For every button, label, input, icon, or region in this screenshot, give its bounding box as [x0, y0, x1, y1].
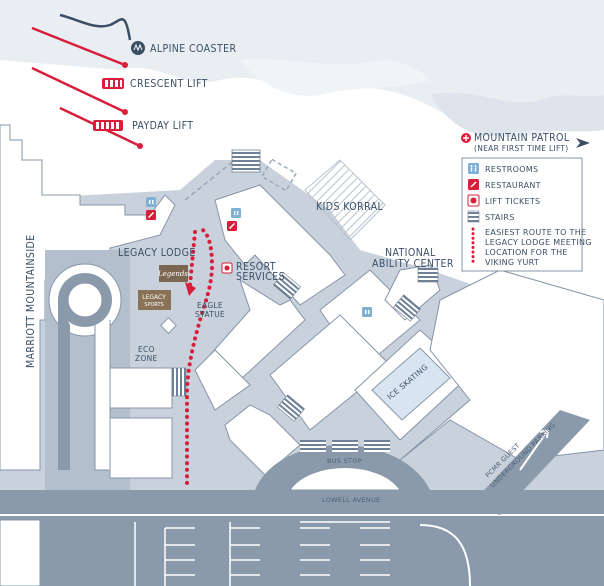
label-eco-1: ECO	[138, 345, 155, 354]
parking-ramp	[470, 410, 590, 515]
label-eagle-2: STATUE	[195, 310, 225, 319]
label-alpine-coaster: ALPINE COASTER	[150, 43, 236, 55]
legend-route-1: EASIEST ROUTE TO THE	[485, 228, 586, 237]
legend-route-3: LOCATION FOR THE	[485, 248, 568, 257]
label-lowell-avenue: LOWELL AVENUE	[322, 496, 381, 504]
eco-zone-building-2	[109, 417, 173, 479]
legend-restaurant: RESTAURANT	[485, 181, 541, 190]
label-national-ability-1: NATIONAL	[385, 247, 436, 259]
alpine-coaster-line-1	[31, 26, 126, 67]
snow-patch-east	[430, 92, 604, 136]
first-aid-icon	[461, 133, 471, 143]
roundabout-center	[67, 282, 103, 318]
route-arrowhead	[185, 282, 196, 296]
bus-shelter-3	[364, 440, 390, 452]
label-mountain-patrol-sub: (NEAR FIRST TIME LIFT)	[474, 144, 569, 153]
legacy-sports-text-2: SPORTS	[144, 302, 163, 308]
snow-patch-mid	[240, 58, 430, 96]
roundabout-exit-road	[58, 300, 70, 470]
restroom-map-icon	[146, 197, 156, 207]
legend-route-2: LEGACY LODGE MEETING	[485, 238, 592, 247]
label-eco-2: ZONE	[135, 354, 158, 363]
label-resort-services-1: RESORT	[236, 261, 276, 273]
parking-arrow	[519, 429, 549, 471]
parking-stalls	[134, 521, 390, 586]
lodge-wing-2	[194, 349, 251, 411]
legends-sign-text: Legends	[157, 270, 188, 278]
restroom-map-icon-3	[362, 307, 372, 317]
legacy-sports-sign	[138, 290, 171, 310]
stairs-resort	[273, 272, 301, 300]
legend-restrooms: RESTROOMS	[485, 165, 538, 174]
payday-lift-icon	[93, 120, 123, 131]
kids-korral-area	[304, 159, 386, 241]
label-legacy-lodge: LEGACY LODGE	[118, 247, 196, 259]
easiest-route	[185, 226, 215, 485]
stairs-national	[417, 267, 439, 283]
stairs-eco	[171, 367, 187, 397]
legends-sign	[159, 265, 188, 282]
dashed-box	[260, 158, 298, 192]
legacy-lodge-building	[214, 184, 346, 306]
parking-entry-curve	[419, 524, 471, 586]
legend-lift-tickets: LIFT TICKETS	[485, 197, 540, 206]
legend-box	[461, 157, 583, 272]
lift-ticket-icon	[467, 194, 480, 207]
crescent-lift-icon	[102, 78, 124, 89]
southwest-building	[0, 519, 41, 586]
restroom-icon	[468, 163, 479, 174]
stairs-east	[393, 294, 421, 322]
mountain-patrol-arrow-icon	[576, 138, 590, 148]
alpine-coaster-icon	[131, 41, 145, 55]
dashed-walkway	[184, 159, 236, 201]
ice-rink	[371, 347, 451, 421]
restaurant-map-icon-2	[227, 221, 237, 231]
stairs-legend-icon	[467, 210, 480, 223]
stairs-top	[231, 149, 261, 173]
drive-lane	[94, 320, 111, 471]
stairs-mid	[277, 394, 305, 422]
label-resort-services-2: SERVICES	[236, 271, 285, 283]
label-kids-korral: KIDS KORRAL	[316, 201, 383, 213]
eagle-statue-marker	[160, 317, 177, 334]
label-marriott: MARRIOTT MOUNTAINSIDE	[25, 234, 37, 368]
crescent-lift-line	[31, 66, 126, 114]
legend-route-4: VIKING YURT	[485, 258, 539, 267]
east-building	[399, 269, 604, 461]
lodge-wing	[209, 278, 306, 381]
restaurant-icon	[468, 179, 479, 190]
lift-ticket-map-icon	[221, 262, 233, 274]
legacy-sports-text-1: LEGACY	[142, 294, 166, 301]
eco-zone-building-1	[109, 367, 173, 409]
bus-shelter-2	[332, 440, 358, 452]
alpine-coaster-path	[59, 13, 132, 41]
label-national-ability-2: ABILITY CENTER	[372, 258, 454, 270]
restroom-map-icon-2	[231, 208, 241, 218]
label-eagle-1: EAGLE	[197, 301, 223, 310]
label-bus-stop: BUS STOP	[327, 457, 362, 465]
legend-stairs: STAIRS	[485, 213, 515, 222]
label-payday-lift: PAYDAY LIFT	[132, 120, 193, 132]
label-mountain-patrol: MOUNTAIN PATROL	[474, 132, 570, 144]
label-crescent-lift: CRESCENT LIFT	[130, 78, 208, 90]
bus-shelter-1	[300, 440, 326, 452]
restaurant-map-icon	[146, 210, 156, 220]
bus-stop-island	[289, 467, 401, 491]
lowell-avenue-road	[0, 490, 604, 586]
